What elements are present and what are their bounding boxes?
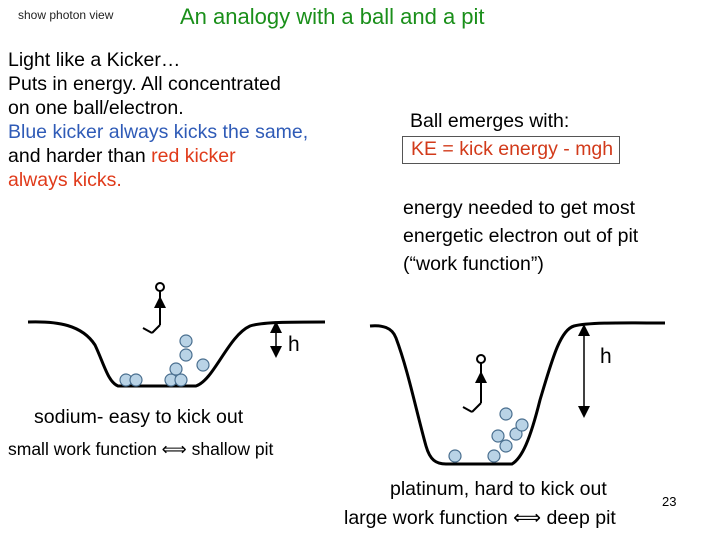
work-function-line-1: energy needed to get most [403,197,635,219]
work-function-line-2: energetic electron out of pit [403,225,639,247]
work-function-line-3: (“work function”) [403,253,544,275]
kicker-description: Light like a Kicker… Puts in energy. All… [8,48,308,192]
sodium-kicker-icon [142,282,165,334]
kicker-line-5: and harder than red kicker [8,144,308,168]
slide-title: An analogy with a ball and a pit [180,4,485,29]
sodium-pit [27,320,326,388]
ball-emerges-label: Ball emerges with: [410,110,570,132]
platinum-balls [448,407,529,463]
work-function-definition: energy needed to get most energetic elec… [403,194,638,278]
red-kicker-text: red kicker [151,145,236,167]
kicker-line-5-text: and harder than [8,145,152,167]
platinum-work-function-caption: large work function ⟺ deep pit [344,507,616,529]
sodium-work-function-caption: small work function ⟺ shallow pit [8,439,274,459]
kinetic-energy-formula: KE = kick energy - mgh [402,136,621,164]
platinum-depth-label: h [600,345,612,368]
kicker-line-1: Light like a Kicker… [8,49,181,71]
kicker-line-2: Puts in energy. All concentrated [8,73,281,95]
sodium-depth-label: h [288,333,300,356]
kicker-line-3: on one ball/electron. [8,97,184,119]
sodium-balls [119,334,210,387]
blue-kicker-line: Blue kicker always kicks the same, [8,121,309,143]
platinum-pit [369,321,666,466]
red-kicker-line: always kicks. [8,169,122,191]
show-photon-view-button[interactable]: show photon view [18,8,114,22]
platinum-caption: platinum, hard to kick out [390,478,607,500]
page-number: 23 [662,494,677,509]
sodium-caption: sodium- easy to kick out [34,406,244,428]
